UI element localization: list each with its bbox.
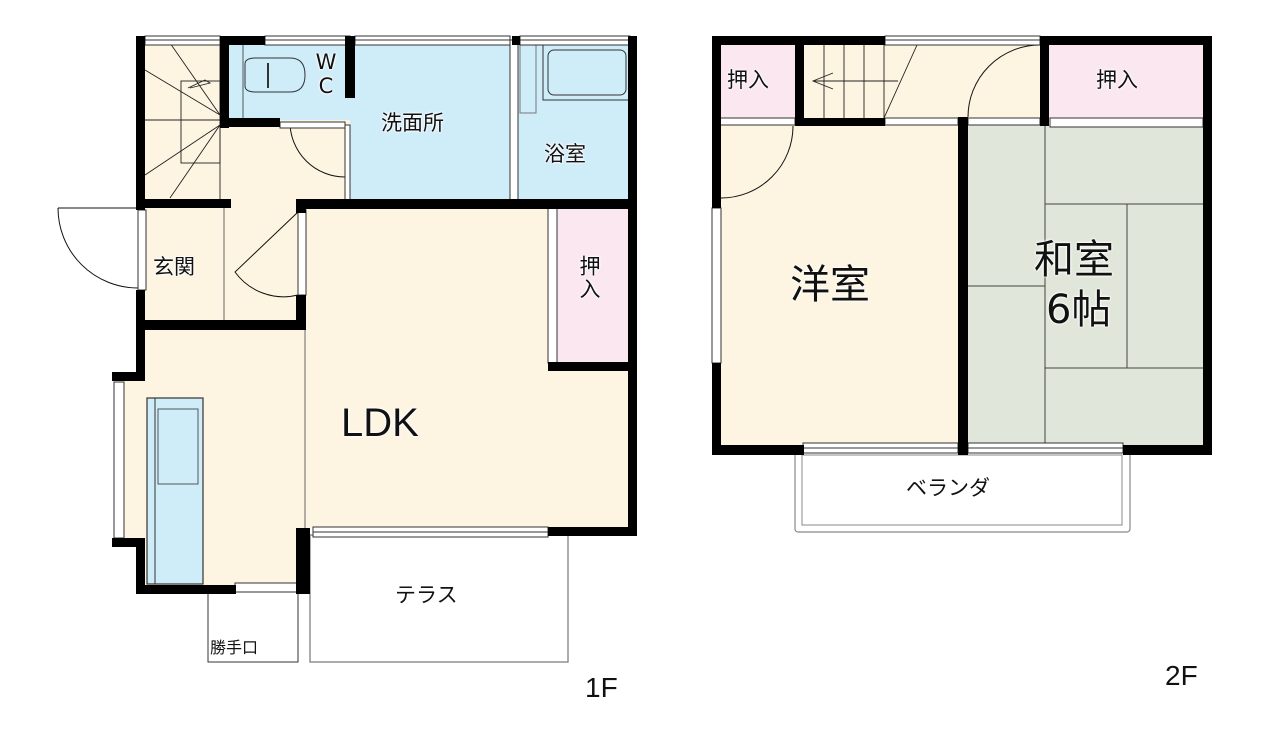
tatami-lines xyxy=(968,125,1203,447)
stairs-lines-2f xyxy=(811,44,918,119)
ldk-label: LDK xyxy=(341,401,419,445)
closet-1f xyxy=(550,205,630,365)
back-door-label: 勝手口 xyxy=(210,638,259,657)
entrance xyxy=(145,205,305,325)
toilet-icon xyxy=(244,57,306,93)
japanese-room-size: 6帖 xyxy=(1046,287,1112,333)
walls-1f xyxy=(112,36,637,594)
back-door-area xyxy=(207,591,299,663)
closet-2f-right-label: 押入 xyxy=(1096,68,1138,92)
wc-label-w: W xyxy=(315,50,337,74)
closet-1f-label: 押入 xyxy=(577,255,601,301)
closet-2f-left-label: 押入 xyxy=(727,68,769,92)
washroom xyxy=(350,40,515,205)
japanese-room-label: 和室 xyxy=(1034,237,1114,283)
entrance-label: 玄関 xyxy=(153,255,195,279)
closet-2f-left xyxy=(720,44,795,119)
floor-1f xyxy=(57,35,637,663)
wc-label-c: C xyxy=(318,74,334,98)
terrace-label: テラス xyxy=(395,583,458,607)
veranda-label: ベランダ xyxy=(906,476,990,500)
hall-1f xyxy=(220,120,350,205)
stairs-2f xyxy=(802,44,1040,124)
floor-label-1f: 1F xyxy=(585,672,618,703)
bath-label: 浴室 xyxy=(544,142,586,166)
stairs-1f xyxy=(140,40,220,205)
wc-label: W C xyxy=(313,52,339,97)
closet-2f-right xyxy=(1048,44,1203,119)
sink xyxy=(157,408,199,485)
walls-2f xyxy=(712,36,1212,455)
doors-2f xyxy=(720,44,1041,199)
floor-2f xyxy=(711,35,1212,533)
washroom-label: 洗面所 xyxy=(381,111,444,135)
ldk xyxy=(145,205,630,585)
western-room-label: 洋室 xyxy=(790,262,870,308)
western-room xyxy=(720,125,958,447)
bathtub xyxy=(542,44,632,101)
floor-label-2f: 2F xyxy=(1165,660,1198,691)
terrace xyxy=(309,534,569,663)
